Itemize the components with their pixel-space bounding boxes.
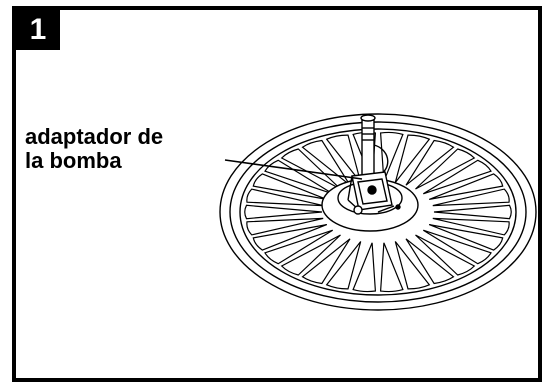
cover-rib — [379, 242, 404, 293]
cover-rib — [264, 229, 334, 265]
cover-rib — [394, 134, 431, 183]
cover-rib — [433, 204, 512, 220]
adapter-screw — [367, 185, 377, 195]
cover-rib — [422, 159, 492, 195]
cover-rib — [428, 173, 504, 200]
cover-rib — [325, 241, 362, 290]
cover-rib — [415, 234, 476, 276]
cover-rib — [244, 204, 323, 220]
cover-rib — [246, 188, 324, 207]
cover-rib — [352, 242, 377, 293]
cover-rib — [415, 148, 476, 190]
cover-rib — [325, 134, 362, 183]
cover-rib — [428, 224, 504, 251]
pump-adapter-label-line2: la bomba — [25, 148, 122, 173]
cover-ribs — [244, 131, 512, 293]
cover-rib — [432, 188, 510, 207]
cover-rib — [252, 173, 328, 200]
cover-rib — [405, 238, 455, 285]
cover-rib — [301, 238, 351, 285]
cover-rib — [405, 139, 455, 186]
cover-rib-ring — [239, 128, 517, 296]
cover-rib — [301, 139, 351, 186]
step-number-badge: 1 — [16, 10, 60, 50]
pump-adapter-label-line1: adaptador de — [25, 124, 164, 149]
cover-rib — [246, 217, 324, 236]
pump-adapter-label: adaptador de la bomba — [25, 125, 163, 173]
cover-rib — [280, 234, 341, 276]
callout-leader-line — [224, 159, 363, 180]
cover-inner-rim — [229, 121, 527, 303]
cover-rib — [280, 148, 341, 190]
cover-rib — [432, 217, 510, 236]
cover-outer-rim — [219, 113, 537, 311]
cover-rib — [422, 229, 492, 265]
cover-rib — [394, 241, 431, 290]
cover-rib — [252, 224, 328, 251]
